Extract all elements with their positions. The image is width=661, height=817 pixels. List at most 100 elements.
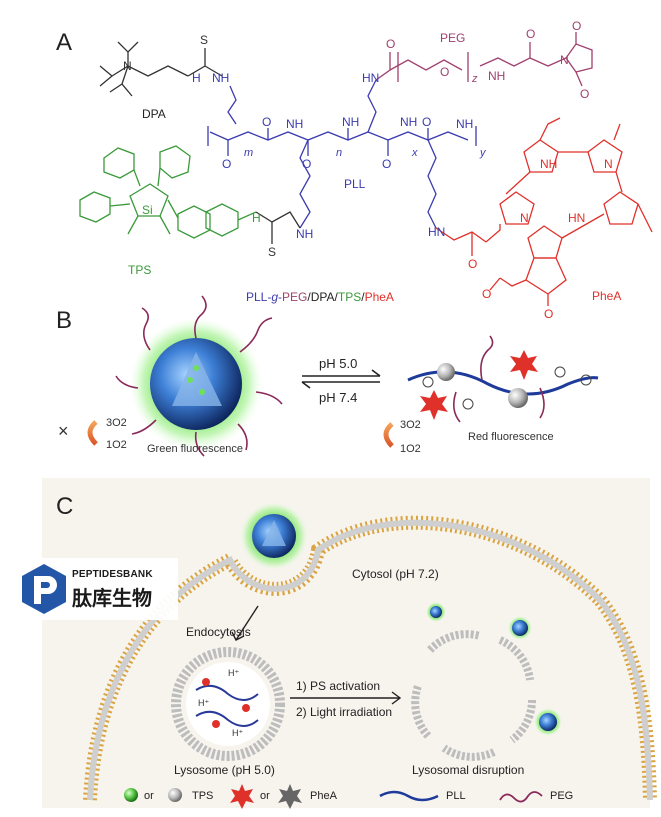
- subscript-n: n: [336, 147, 342, 159]
- subscript-x: x: [411, 147, 418, 159]
- tps-linker: [255, 211, 301, 244]
- legend-green-ball: [124, 788, 138, 802]
- released-micelles: [426, 602, 562, 736]
- lysosome: [171, 647, 285, 761]
- tps-linker-s: S: [268, 245, 276, 259]
- legend: or TPS or PheA PLL PEG: [124, 784, 573, 809]
- dpa-nh-right: NH: [212, 71, 229, 85]
- lysosome-label: Lysosome (pH 5.0): [174, 763, 275, 777]
- tps-label: TPS: [128, 263, 151, 277]
- peg-nh: NH: [488, 69, 505, 83]
- entering-pyramid: [262, 520, 286, 546]
- membrane-tails: [87, 519, 653, 801]
- legend-grey-burst: [278, 784, 302, 809]
- micelle-green: [115, 295, 283, 457]
- legend-peg: PEG: [550, 790, 573, 802]
- pll-o-1: O: [262, 115, 271, 129]
- formula-sep2: -: [278, 290, 282, 304]
- peg-n-maleimide: N: [560, 53, 569, 67]
- tps-si: Si: [142, 203, 153, 217]
- phea-o-2: O: [482, 287, 491, 301]
- formula-peg: PEG: [282, 290, 307, 304]
- legend-or-1: or: [144, 790, 154, 802]
- pll-o-2: O: [222, 157, 231, 171]
- peg-o-5: O: [580, 87, 589, 101]
- micelle-dot: [199, 389, 205, 395]
- pll-o-4: O: [382, 157, 391, 171]
- peg-o-4: O: [572, 19, 581, 33]
- cell-membrane: [83, 515, 657, 801]
- subscript-z: z: [471, 73, 478, 85]
- pll-n-3: NH: [400, 115, 417, 129]
- panel-a: A N H S NH DPA: [56, 19, 653, 321]
- legend-or-2: or: [260, 790, 270, 802]
- micelle-endocytosing: [240, 502, 308, 570]
- left-triplet-o2: 3O2: [106, 417, 127, 429]
- peg-o-1: O: [386, 37, 395, 51]
- formula-pll: PLL: [246, 290, 268, 304]
- pll-o-3: O: [302, 157, 311, 171]
- disrupted-lysosome: [411, 630, 536, 761]
- disruption-label: Lysosomal disruption: [412, 763, 524, 777]
- panel-b: B pH 5.0: [56, 295, 599, 457]
- formula-tps: TPS: [338, 290, 361, 304]
- h-plus-label: H⁺: [232, 728, 243, 738]
- blocked-symbol: ×: [58, 421, 69, 441]
- endocytosis-arrowhead: [231, 631, 245, 641]
- micelle-pyramid: [172, 352, 222, 406]
- phea-nh-1: NH: [540, 157, 557, 171]
- dpa-sulfur: S: [200, 33, 208, 47]
- tps-linker-nh: NH: [296, 227, 313, 241]
- legend-pll: PLL: [446, 790, 466, 802]
- pll-o-5: O: [422, 115, 431, 129]
- h-plus-label: H⁺: [198, 698, 209, 708]
- open-peg-chains: [452, 335, 545, 423]
- step-ps-activation: 1) PS activation: [296, 679, 380, 693]
- pll-backbone: [207, 79, 477, 229]
- legend-red-burst: [230, 784, 254, 809]
- dpa-nh-left: H: [192, 71, 201, 85]
- formula-caption: PLL-g-PEG/DPA/TPS/PheA: [246, 290, 394, 304]
- phea-n-2: N: [520, 211, 529, 225]
- phea-structure: [435, 117, 653, 306]
- ph-reverse-label: pH 7.4: [319, 390, 357, 405]
- pll-n-4: NH: [456, 117, 473, 131]
- equilibrium-arrows: [301, 369, 381, 389]
- peg-chain: [375, 32, 593, 87]
- peg-o-2: O: [440, 65, 449, 79]
- formula-slash1: /: [307, 290, 311, 304]
- peg-hn: HN: [362, 71, 379, 85]
- legend-phea: PheA: [310, 790, 338, 802]
- legend-peg-line: [499, 791, 543, 803]
- green-fluorescence-caption: Green fluorescence: [147, 443, 243, 455]
- micelle-dot: [187, 377, 193, 383]
- formula-phea: PheA: [365, 290, 394, 304]
- h-plus-label: H⁺: [228, 668, 239, 678]
- open-tps-ball: [437, 363, 455, 381]
- cytosol-label: Cytosol (pH 7.2): [352, 567, 439, 581]
- legend-tps: TPS: [192, 790, 213, 802]
- panel-c-letter: C: [56, 493, 73, 520]
- tps-structure: [79, 145, 257, 239]
- micelle-dot: [193, 365, 199, 371]
- open-tps-ball: [508, 388, 528, 408]
- process-arrowhead: [391, 691, 402, 705]
- subscript-y: y: [479, 147, 487, 159]
- left-singlet-o2: 1O2: [106, 439, 127, 451]
- legend-grey-ball: [168, 788, 182, 802]
- disassembled-state: [407, 335, 599, 423]
- pll-label: PLL: [344, 177, 366, 191]
- endocytosis-label: Endocytosis: [186, 625, 251, 639]
- phea-hn-2: HN: [568, 211, 585, 225]
- tps-linker-h: H: [252, 211, 261, 225]
- watermark-chinese: 肽库生物: [72, 588, 152, 610]
- phea-o-1: O: [468, 257, 477, 271]
- open-phea-burst: [420, 390, 448, 420]
- formula-slash3: /: [361, 290, 365, 304]
- pll-n-2: NH: [342, 115, 359, 129]
- right-singlet-o2: 1O2: [400, 443, 421, 455]
- phea-n-1: N: [604, 157, 613, 171]
- panel-a-letter: A: [56, 29, 72, 56]
- open-phea-burst: [510, 350, 538, 380]
